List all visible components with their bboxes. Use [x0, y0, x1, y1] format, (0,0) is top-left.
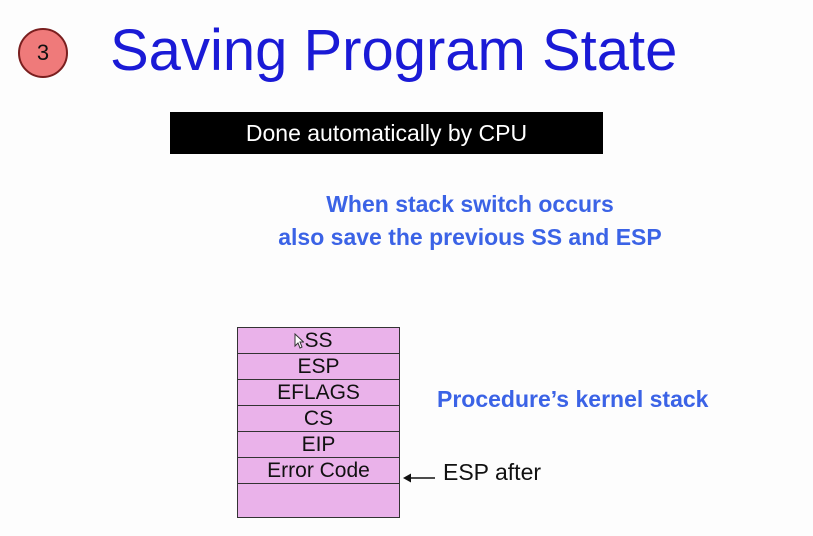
cpu-note-banner: Done automatically by CPU — [170, 112, 603, 154]
stack-row-ss: SS — [238, 328, 399, 354]
stack-row-cs: CS — [238, 406, 399, 432]
stack-row-eip: EIP — [238, 432, 399, 458]
left-arrow-icon — [403, 473, 435, 483]
slide-title: Saving Program State — [110, 18, 678, 83]
slide-number-badge: 3 — [18, 28, 68, 78]
kernel-stack-diagram: SS ESP EFLAGS CS EIP Error Code — [237, 327, 400, 518]
mouse-cursor-icon — [294, 333, 304, 349]
slide-number: 3 — [36, 40, 50, 65]
cpu-note-text: Done automatically by CPU — [245, 119, 528, 146]
stack-switch-note-line-2: also save the previous SS and ESP — [278, 224, 662, 250]
esp-after-label: ESP after — [443, 459, 542, 485]
stack-switch-note-line-1: When stack switch occurs — [326, 191, 614, 217]
stack-row-empty — [238, 484, 399, 513]
stack-row-error-code: Error Code — [238, 458, 399, 484]
stack-row-esp: ESP — [238, 354, 399, 380]
stack-row-eflags: EFLAGS — [238, 380, 399, 406]
kernel-stack-caption: Procedure’s kernel stack — [437, 386, 709, 412]
